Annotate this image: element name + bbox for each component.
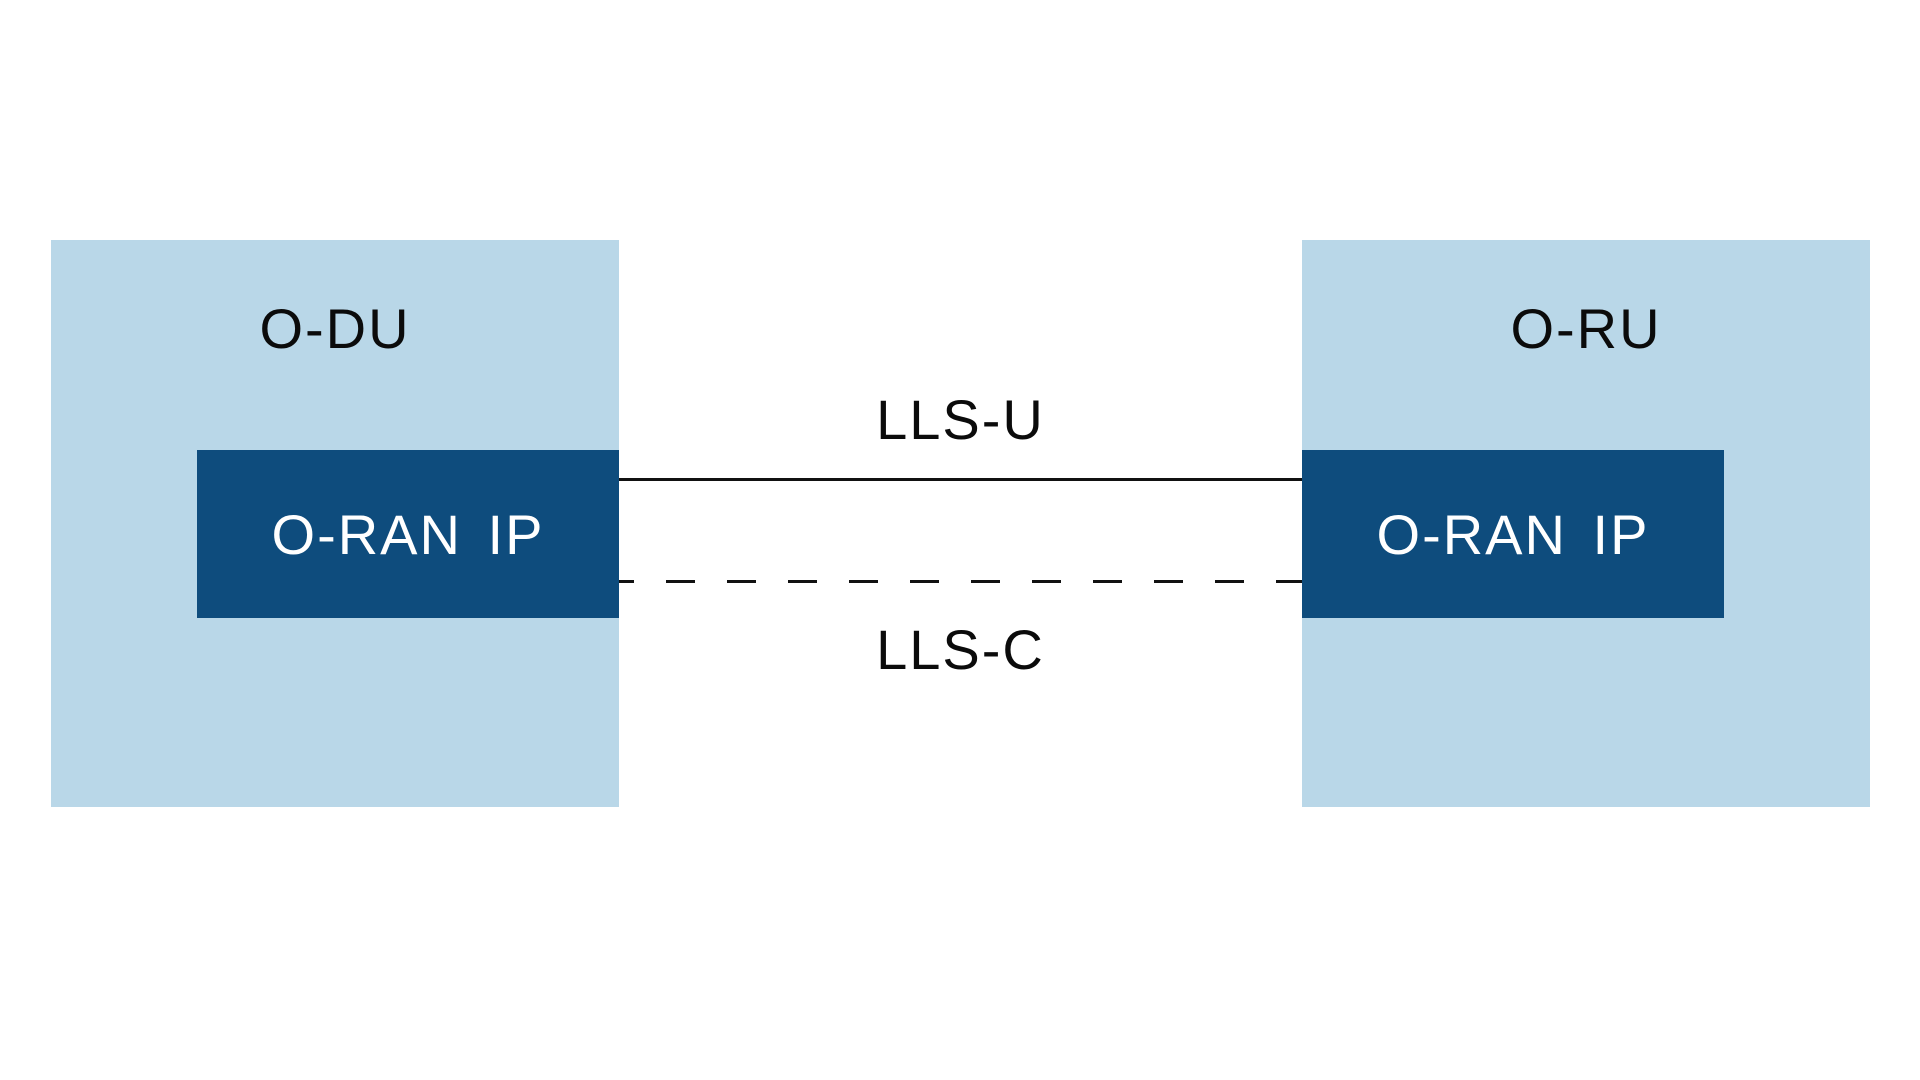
chip-o-ran-ip-right-label: O-RAN IP (1376, 502, 1650, 566)
link-lls-u-line (619, 478, 1302, 481)
chip-o-ran-ip-left: O-RAN IP (197, 450, 619, 618)
chip-o-ran-ip-right: O-RAN IP (1302, 450, 1724, 618)
node-o-du-label: O-DU (259, 297, 411, 360)
link-lls-c-label: LLS-C (876, 618, 1045, 681)
chip-o-ran-ip-left-label: O-RAN IP (271, 502, 545, 566)
node-o-ru-label: O-RU (1510, 297, 1662, 360)
link-lls-c-line (619, 580, 1302, 583)
link-lls-u-label: LLS-U (876, 388, 1045, 451)
